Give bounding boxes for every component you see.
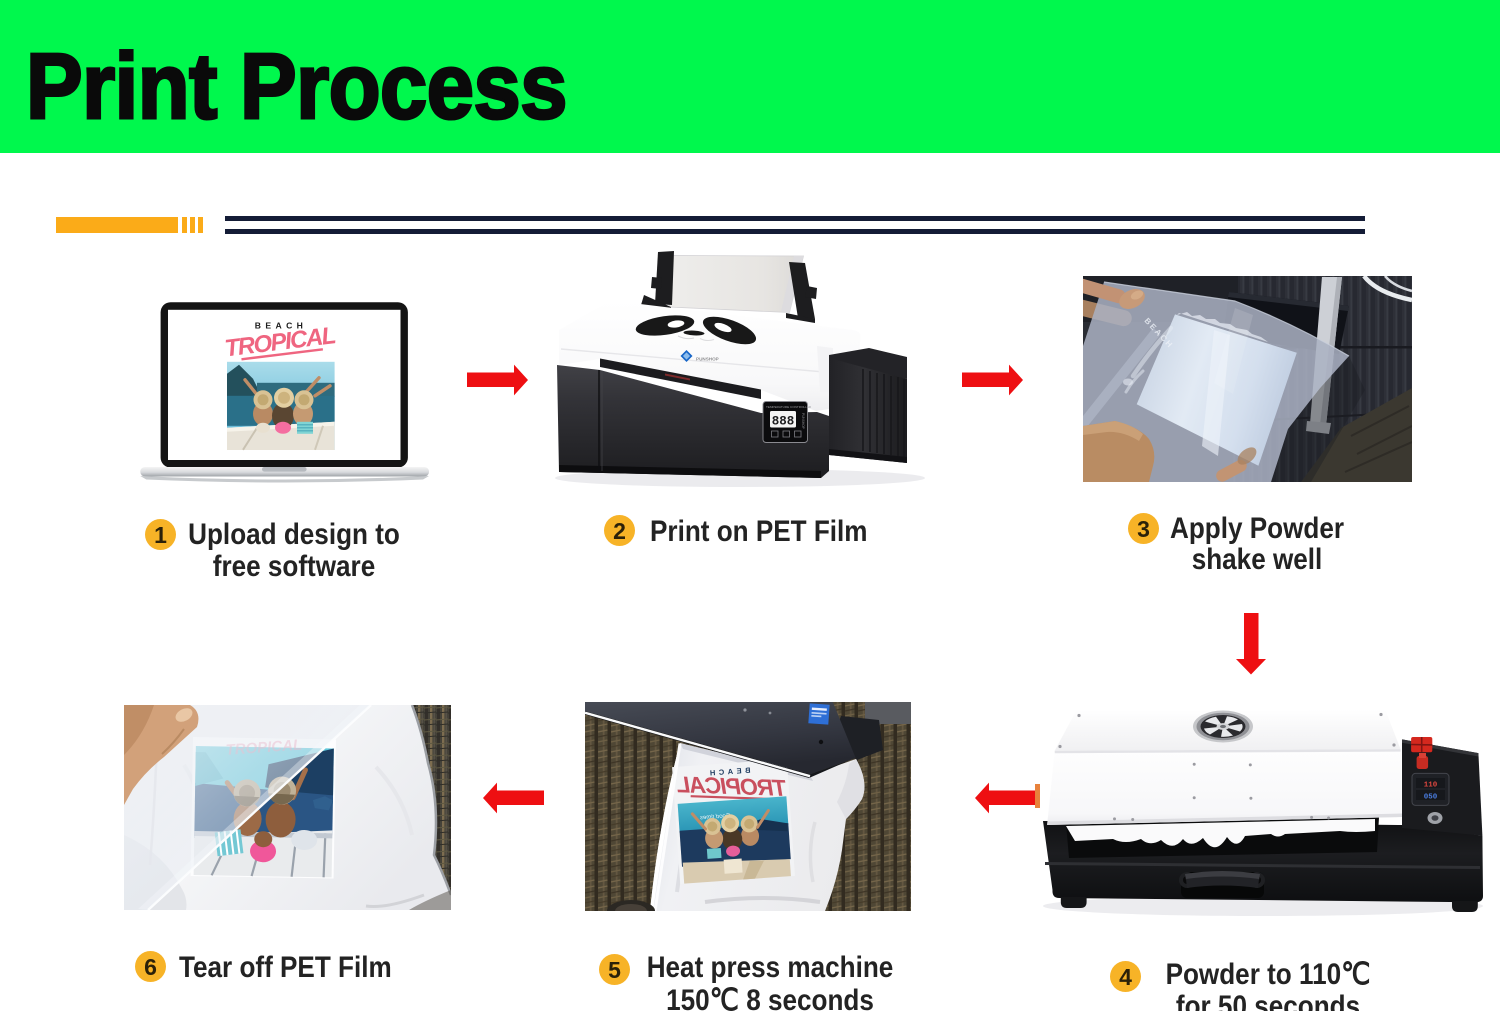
svg-text:Good times: Good times bbox=[700, 813, 731, 821]
svg-text:TEMPERATURE CONTROLLER: TEMPERATURE CONTROLLER bbox=[766, 405, 812, 409]
svg-text:050: 050 bbox=[1424, 794, 1438, 802]
svg-text:PUNSHOP: PUNSHOP bbox=[801, 413, 805, 429]
svg-text:110: 110 bbox=[1424, 782, 1438, 790]
svg-text:PUNSHOP: PUNSHOP bbox=[696, 357, 719, 362]
svg-text:BEACH: BEACH bbox=[706, 766, 751, 778]
svg-text:BEACH: BEACH bbox=[255, 320, 308, 330]
svg-text:888: 888 bbox=[772, 415, 795, 429]
